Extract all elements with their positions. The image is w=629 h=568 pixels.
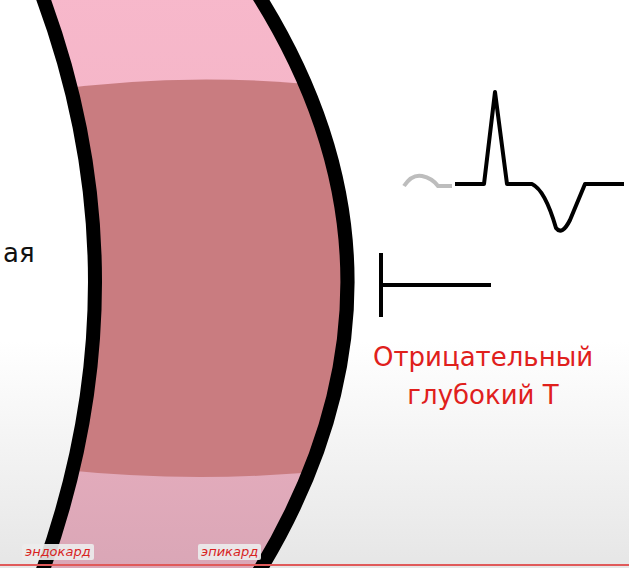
region-label: ая: [3, 238, 35, 268]
ecg-complex: [455, 92, 624, 231]
p-wave: [404, 176, 452, 186]
ecg-finding-label: Отрицательный глубокий Т: [345, 338, 621, 414]
bottom-rule: [0, 564, 629, 566]
endocardium-line: [40, 0, 95, 568]
layer-label: эпикард: [198, 544, 261, 560]
layer-label: эндокард: [22, 544, 94, 560]
electrode-symbol: [381, 283, 491, 287]
ischemia-zone: [0, 79, 400, 477]
epicardium-line: [255, 0, 348, 568]
